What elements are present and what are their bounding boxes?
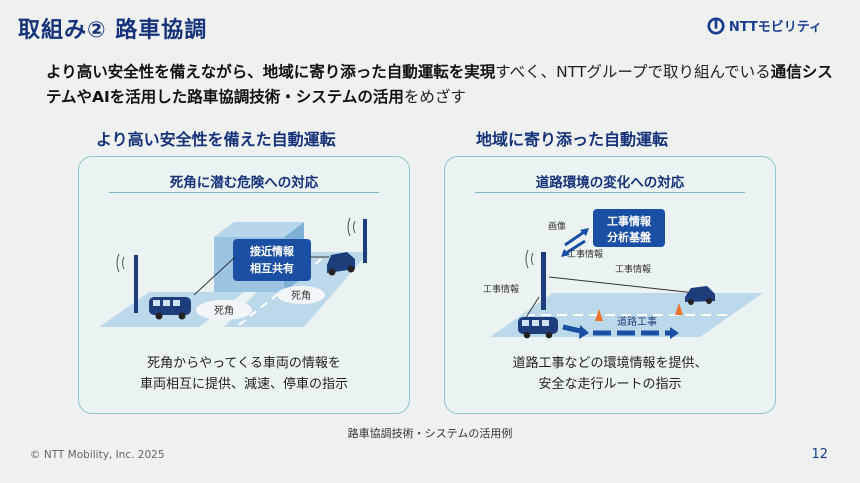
ntt-logo-icon [707,16,725,35]
bus-icon [518,317,558,339]
page-title: 取組み② 路車協調 [18,18,208,43]
blind-label-1: 死角 [214,305,234,317]
image-label: 画像 [548,220,566,232]
logo-text: NTTモビリティ [728,20,822,35]
figure-caption: 路車協調技術・システムの活用例 [347,427,513,440]
car-icon [685,286,715,305]
right-caption-line2: 安全な走行ルートの指示 [538,377,682,392]
blind-label-2: 死角 [291,290,311,302]
left-panel: 死角に潜む危険への対応 死角 死角 接近情報 相互共有 [78,156,410,414]
analysis-platform-box [593,209,665,247]
lead-bold-1: より高い安全性を備えながら、地域に寄り添った自動運転を実現 [46,63,496,81]
info-share-line1: 接近情報 [250,244,295,258]
right-caption-line1: 道路工事などの環境情報を提供、 [512,356,708,371]
roadside-pole-left [134,255,138,313]
traffic-cone-icon [595,303,683,321]
info-label-a: 工事情報 [567,248,603,260]
copyright: © NTT Mobility, Inc. 2025 [30,449,165,461]
right-caption: 道路工事などの環境情報を提供、 安全な走行ルートの指示 [445,353,775,395]
right-subheading: 道路環境の変化への対応 [535,175,685,191]
car-icon [327,252,355,276]
blind-spot-2 [277,286,325,304]
analysis-line2: 分析基盤 [607,230,652,244]
van-icon [149,297,191,320]
left-caption-line1: 死角からやってくる車両の情報を [147,356,341,371]
road-work-label: 道路工事 [617,315,657,328]
page-number: 12 [811,447,828,462]
info-label-b: 工事情報 [615,263,651,275]
roadside-pole [541,252,546,310]
lead-text-1: すべく、NTTグループで取り組んでいる [495,63,771,81]
analysis-line1: 工事情報 [607,214,652,228]
info-share-box [233,239,311,281]
right-heading: 地域に寄り添った自動運転 [476,130,669,149]
left-caption: 死角からやってくる車両の情報を 車両相互に提供、減速、停車の指示 [79,353,409,395]
left-divider [109,192,379,193]
roadside-pole-right [363,219,367,263]
blind-spot-1 [196,300,252,320]
lead-paragraph: より高い安全性を備えながら、地域に寄り添った自動運転を実現すべく、NTTグループ… [46,60,836,110]
left-illustration: 死角 死角 接近情報 相互共有 [99,217,369,327]
lead-bold-2: 通信システムやAIを活用した路車協調技術・システムの活用 [46,63,833,106]
right-panel: 道路環境の変化への対応 工事情報 分析基盤 画像 工事情報 工事情報 工事情報 [444,156,776,414]
right-illustration: 工事情報 分析基盤 画像 工事情報 工事情報 工事情報 [483,209,763,339]
info-label-c: 工事情報 [483,283,519,295]
lead-text-2: をめざす [403,88,466,106]
left-caption-line2: 車両相互に提供、減速、停車の指示 [139,377,348,392]
left-heading: より高い安全性を備えた自動運転 [96,130,336,149]
left-subheading: 死角に潜む危険への対応 [169,175,319,191]
company-logo: NTTモビリティ [707,16,822,35]
right-divider [475,192,745,193]
info-share-line2: 相互共有 [250,261,294,275]
